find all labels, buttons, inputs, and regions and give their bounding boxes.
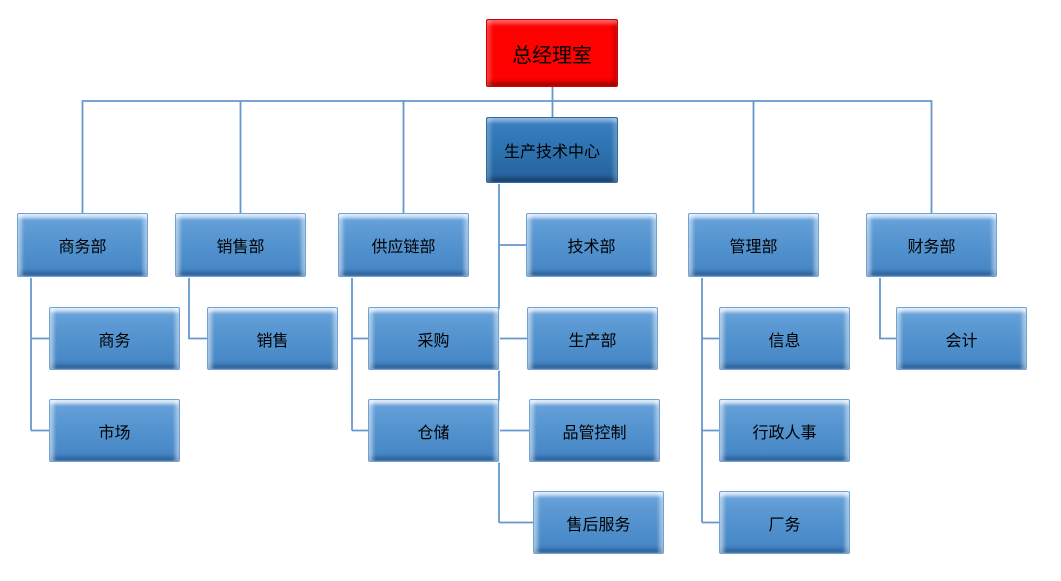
org-node-business[interactable]: 商务 (49, 307, 180, 370)
node-label: 总经理室 (512, 42, 592, 67)
node-label: 仓储 (417, 422, 450, 442)
org-node-quality-control[interactable]: 品管控制 (529, 399, 660, 462)
org-node-dept-supply-chain[interactable]: 供应链部 (338, 213, 469, 277)
org-node-sales[interactable]: 销售 (207, 307, 338, 370)
node-label: 财务部 (907, 237, 956, 256)
node-label: 厂务 (768, 514, 801, 534)
org-node-general-manager-office[interactable]: 总经理室 (486, 19, 618, 87)
org-node-production-tech-center[interactable]: 生产技术中心 (486, 117, 618, 183)
org-node-dept-finance[interactable]: 财务部 (866, 213, 997, 277)
org-node-dept-business[interactable]: 商务部 (17, 213, 148, 277)
node-label: 技术部 (567, 237, 616, 256)
node-label: 市场 (98, 422, 131, 442)
org-node-market[interactable]: 市场 (49, 399, 180, 462)
node-label: 品管控制 (562, 422, 627, 442)
node-label: 商务 (98, 330, 131, 350)
org-node-factory-affairs[interactable]: 厂务 (719, 491, 850, 554)
node-label: 会计 (945, 330, 978, 350)
node-label: 采购 (417, 330, 450, 350)
node-label: 生产部 (568, 330, 617, 350)
node-label: 售后服务 (566, 514, 631, 534)
org-node-warehouse[interactable]: 仓储 (368, 399, 499, 462)
org-node-dept-technology[interactable]: 技术部 (526, 213, 657, 277)
node-label: 销售部 (216, 237, 265, 256)
node-label: 管理部 (729, 237, 778, 256)
org-node-production[interactable]: 生产部 (527, 307, 658, 370)
node-label: 行政人事 (752, 422, 817, 442)
org-node-information[interactable]: 信息 (719, 307, 850, 370)
org-node-after-sales-service[interactable]: 售后服务 (533, 491, 664, 554)
org-node-accounting[interactable]: 会计 (896, 307, 1027, 370)
org-node-admin-hr[interactable]: 行政人事 (719, 399, 850, 462)
org-node-dept-management[interactable]: 管理部 (688, 213, 819, 277)
node-label: 供应链部 (371, 237, 436, 256)
org-node-procurement[interactable]: 采购 (368, 307, 499, 370)
node-label: 信息 (768, 330, 801, 350)
node-label: 生产技术中心 (503, 142, 600, 161)
node-label: 商务部 (58, 237, 107, 256)
node-label: 销售 (256, 330, 289, 350)
org-node-dept-sales[interactable]: 销售部 (175, 213, 306, 277)
